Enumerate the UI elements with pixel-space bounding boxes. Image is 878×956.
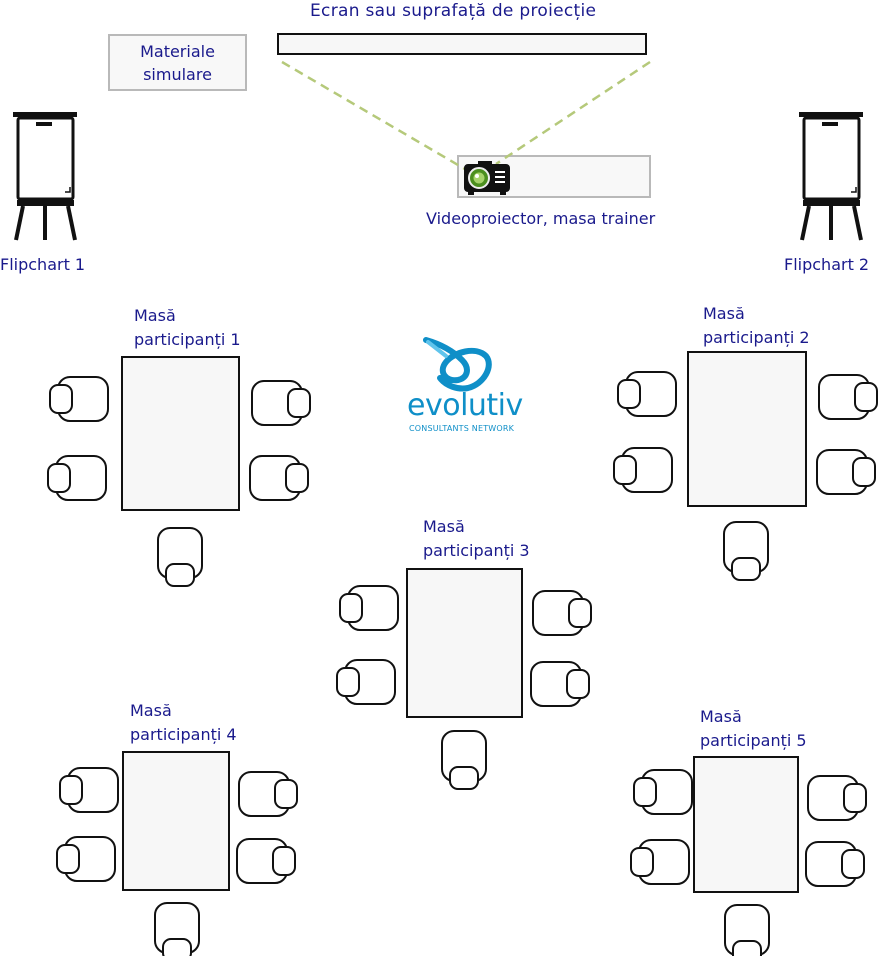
chair-icon (724, 904, 770, 956)
chair-icon (532, 590, 592, 636)
chair-icon (47, 455, 107, 501)
flipchart-icon (799, 112, 863, 241)
evolutiv-logo-icon (423, 337, 492, 392)
chair-icon (336, 659, 396, 705)
chair-icon (56, 836, 116, 882)
table-2-label-line2: participanți 2 (703, 328, 810, 347)
table-4-label-line2: participanți 4 (130, 725, 237, 744)
table-5-label: Masă participanți 5 (700, 705, 807, 753)
projection-beam (281, 60, 651, 174)
projection-screen (277, 33, 647, 55)
table-3-label: Masă participanți 3 (423, 515, 530, 563)
chair-icon (251, 380, 311, 426)
table-2-label: Masă participanți 2 (703, 302, 810, 350)
projector-label: Videoproiector, masa trainer (426, 209, 656, 228)
chair-icon (236, 838, 296, 884)
chair-icon (816, 449, 876, 495)
logo-tagline: CONSULTANTS NETWORK (409, 424, 515, 433)
chair-icon (249, 455, 309, 501)
table-5-label-line1: Masă (700, 707, 742, 726)
chair-icon (59, 767, 119, 813)
chair-icon (617, 371, 677, 417)
chair-icon (154, 902, 200, 956)
chair-icon (807, 775, 867, 821)
table-5-label-line2: participanți 5 (700, 731, 807, 750)
chair-icon (805, 841, 865, 887)
flipchart-2-label: Flipchart 2 (784, 255, 870, 274)
table-1-label: Masă participanți 1 (134, 304, 241, 352)
chair-icon (613, 447, 673, 493)
chair-icon (157, 527, 203, 587)
chair-icon (723, 521, 769, 581)
participant-table-4 (56, 751, 298, 956)
participant-table-5 (630, 756, 867, 956)
chair-icon (818, 374, 878, 420)
table-3-label-line2: participanți 3 (423, 541, 530, 560)
screen-label: Ecran sau suprafață de proiecție (310, 1, 597, 21)
table-1-label-line2: participanți 1 (134, 330, 241, 349)
table-4-label-line1: Masă (130, 701, 172, 720)
logo-wordmark: evolutiv (407, 388, 523, 423)
table-2-label-line1: Masă (703, 304, 745, 323)
participant-table-2 (613, 351, 878, 581)
table-1-label-line1: Masă (134, 306, 176, 325)
chair-icon (339, 585, 399, 631)
chair-icon (441, 730, 487, 790)
table-4-label: Masă participanți 4 (130, 699, 237, 747)
chair-icon (630, 839, 690, 885)
chair-icon (633, 769, 693, 815)
chair-icon (238, 771, 298, 817)
participant-table-3 (336, 568, 592, 790)
projector-icon (464, 161, 510, 195)
materials-box: Materiale simulare (108, 34, 247, 91)
flipchart-1-label: Flipchart 1 (0, 255, 86, 274)
materials-label-line2: simulare (143, 65, 212, 84)
chair-icon (530, 661, 590, 707)
flipchart-icon (13, 112, 77, 241)
participant-table-1 (47, 356, 311, 587)
table-3-label-line1: Masă (423, 517, 465, 536)
materials-label-line1: Materiale (140, 42, 215, 61)
chair-icon (49, 376, 109, 422)
